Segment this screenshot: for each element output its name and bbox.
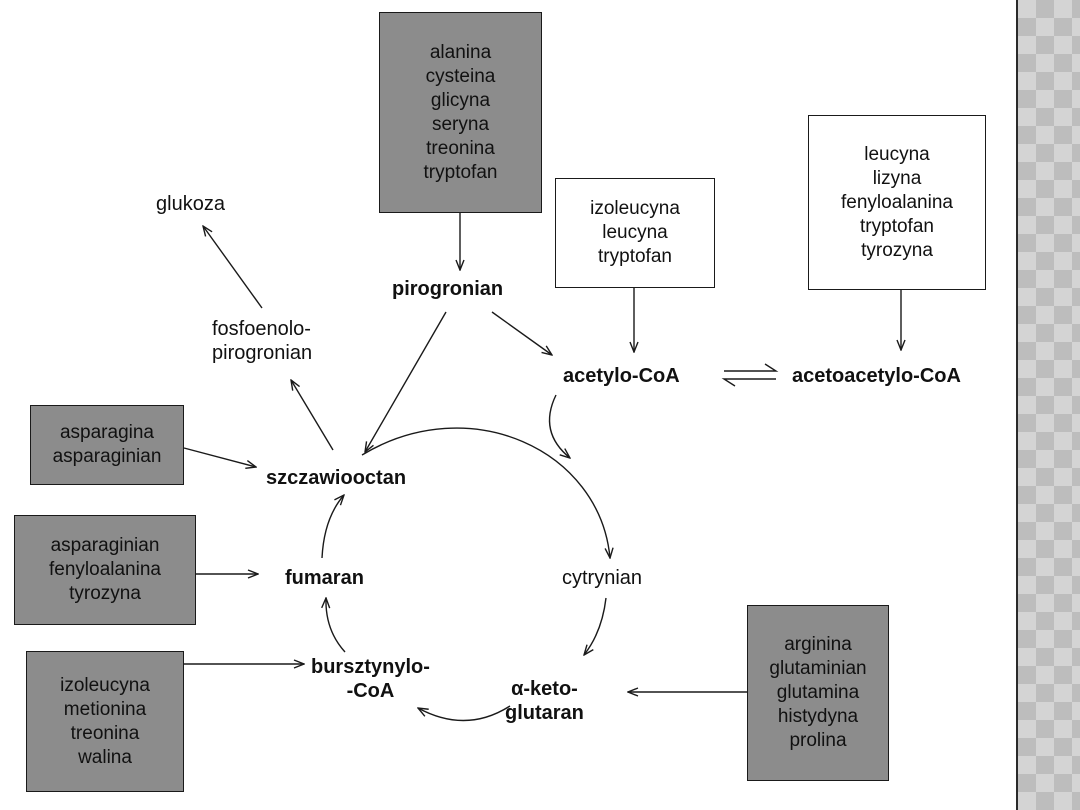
amino-acid: treonina <box>426 137 495 159</box>
amino-acid: tyrozyna <box>69 583 141 604</box>
amino-acid: alanina <box>429 41 492 63</box>
amino-acid: treonina <box>70 722 140 744</box>
amino-acid: izoleucyna <box>60 674 150 696</box>
amino-acid: asparaginian <box>50 535 160 556</box>
box-pyruvate-sources: alanina cysteina glicyna seryna treonina… <box>379 12 542 213</box>
label-fumaran: fumaran <box>285 567 364 589</box>
amino-acid: tryptofan <box>860 215 934 237</box>
label-cytrynian: cytrynian <box>562 567 643 589</box>
box-fumarate-sources: asparaginian fenyloalanina tyrozyna <box>14 515 196 625</box>
amino-acid: tryptofan <box>598 246 672 267</box>
amino-acid: glutamina <box>776 682 860 703</box>
box-ketoglutarate-sources: arginina glutaminian glutamina histydyna… <box>747 605 889 781</box>
label-line: fosfoenolo- <box>212 318 311 340</box>
amino-acid: cysteina <box>425 65 496 87</box>
arrow-pirogronian-to-szczawiooctan <box>365 311 447 452</box>
amino-acid: tyrozyna <box>861 239 933 261</box>
label-bursztynylo-coa: bursztynylo- -CoA <box>311 655 430 703</box>
arrow-box-to-szczawiooctan <box>183 447 256 467</box>
box-acetoacetyl-sources: leucyna lizyna fenyloalanina tryptofan t… <box>808 115 986 290</box>
amino-acid: fenyloalanina <box>49 559 161 580</box>
amino-acid: asparagina <box>59 422 155 443</box>
amino-acid: prolina <box>789 730 847 751</box>
amino-acid: lizyna <box>872 167 922 189</box>
equilibrium-arrow-back <box>721 378 776 387</box>
label-line: glutaran <box>505 702 584 724</box>
label-glukoza: glukoza <box>156 193 225 215</box>
amino-acid: glicyna <box>430 89 491 111</box>
amino-acid: leucyna <box>864 143 930 165</box>
arrow-pep-to-glukoza <box>203 226 263 309</box>
amino-acid: arginina <box>784 634 852 655</box>
arrow-bursztynylo-to-fumaran <box>326 598 346 653</box>
arrow-szczawiooctan-to-cytrynian <box>361 427 610 558</box>
amino-acid: seryna <box>431 113 490 135</box>
label-ketoglutaran: α-keto- glutaran <box>505 677 584 725</box>
arrow-szczawiooctan-to-pep <box>291 380 334 451</box>
arrow-acetylo-to-cycle <box>548 394 570 458</box>
amino-acid: histydyna <box>777 706 859 727</box>
arrow-fumaran-to-szczawiooctan <box>321 495 344 559</box>
label-line: pirogronian <box>212 342 313 364</box>
label-line: α-keto- <box>511 678 578 700</box>
label-acetylo-coa: acetylo-CoA <box>563 365 680 387</box>
arrow-cytrynian-to-ketoglutaran <box>584 597 607 655</box>
amino-acid: izoleucyna <box>590 198 680 219</box>
box-succinyl-sources: izoleucyna metionina treonina walina <box>26 651 184 792</box>
amino-acid: leucyna <box>602 222 668 243</box>
amino-acid: tryptofan <box>423 161 498 183</box>
amino-acid: glutaminian <box>769 658 867 679</box>
amino-acid: fenyloalanina <box>841 191 953 213</box>
label-acetoacetylo-coa: acetoacetylo-CoA <box>792 365 961 387</box>
arrow-layer <box>183 213 1018 722</box>
equilibrium-arrow-forward <box>724 363 779 372</box>
amino-acid: asparaginian <box>52 446 162 467</box>
label-line: -CoA <box>346 680 395 702</box>
box-acetyl-sources: izoleucyna leucyna tryptofan <box>555 178 715 288</box>
box-oxaloacetate-sources: asparagina asparaginian <box>30 405 184 485</box>
amino-acid: walina <box>78 746 132 768</box>
arrow-ketoglutaran-to-bursztynylo <box>418 705 511 722</box>
arrow-pirogronian-to-acetylo <box>491 311 552 355</box>
label-line: bursztynylo- <box>311 656 430 678</box>
label-fosfoenolopirogronian: fosfoenolo- pirogronian <box>212 317 312 365</box>
label-szczawiooctan: szczawiooctan <box>266 467 407 489</box>
decorative-side-panel <box>1018 0 1080 810</box>
amino-acid: metionina <box>63 698 147 720</box>
label-pirogronian: pirogronian <box>392 278 504 300</box>
